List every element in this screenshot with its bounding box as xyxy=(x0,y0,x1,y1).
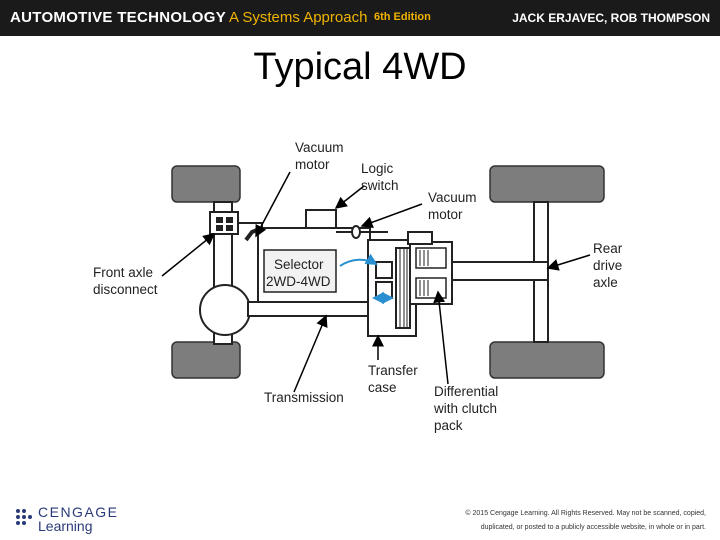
slide-title: Typical 4WD xyxy=(253,46,467,88)
label-line: Selector xyxy=(274,257,324,272)
copyright-notice: © 2015 Cengage Learning. All Rights Rese… xyxy=(406,507,706,535)
label-line: Differential xyxy=(434,384,499,399)
label-vacuum-motor-left: Vacuum motor xyxy=(295,139,344,173)
label-logic-switch: Logic switch xyxy=(361,160,399,194)
label-line: switch xyxy=(361,178,399,193)
front-driveshaft xyxy=(247,301,369,317)
label-differential: Differential with clutch pack xyxy=(434,383,498,434)
label-line: Logic xyxy=(361,161,394,176)
label-line: motor xyxy=(295,157,330,172)
brand-name: CENGAGE xyxy=(38,504,119,520)
book-authors: JACK ERJAVEC, ROB THOMPSON xyxy=(512,11,710,25)
label-line: disconnect xyxy=(93,282,158,297)
brand-sub: Learning xyxy=(38,518,93,534)
front-axle-disconnect xyxy=(209,211,239,235)
label-line: Vacuum xyxy=(428,190,477,205)
label-line: Transfer xyxy=(368,363,418,378)
copyright-line: © 2015 Cengage Learning. All Rights Rese… xyxy=(465,510,706,517)
label-line: axle xyxy=(593,275,618,290)
front-right-wheel xyxy=(171,341,241,379)
cengage-logo-icon xyxy=(16,509,32,525)
rear-axle-right xyxy=(533,279,549,343)
label-front-axle-disconnect: Front axle disconnect xyxy=(93,264,158,298)
label-vacuum-motor-right: Vacuum motor xyxy=(428,189,477,223)
rear-vacuum-motor xyxy=(407,231,433,245)
label-line: Vacuum xyxy=(295,140,344,155)
book-title: AUTOMOTIVE TECHNOLOGY xyxy=(10,9,227,26)
label-transfer-case: Transfer case xyxy=(368,362,418,396)
logic-switch xyxy=(305,209,337,229)
front-left-wheel xyxy=(171,165,241,203)
label-line: drive xyxy=(593,258,623,273)
label-rear-drive-axle: Rear drive axle xyxy=(593,240,622,291)
rear-right-wheel xyxy=(489,341,605,379)
rear-left-wheel xyxy=(489,165,605,203)
label-line: pack xyxy=(434,418,463,433)
rear-axle-left xyxy=(533,201,549,263)
front-differential xyxy=(199,284,251,336)
label-line: motor xyxy=(428,207,463,222)
selector-box xyxy=(263,249,337,293)
label-line: case xyxy=(368,380,397,395)
label-transmission: Transmission xyxy=(264,390,344,405)
label-line: Front axle xyxy=(93,265,154,280)
label-line: Rear xyxy=(593,241,623,256)
rear-axle-shaft xyxy=(451,261,549,281)
book-subtitle: A Systems Approach xyxy=(229,9,368,26)
label-line: 2WD-4WD xyxy=(266,274,331,289)
copyright-line: duplicated, or posted to a publicly acce… xyxy=(480,524,706,531)
label-line: with clutch xyxy=(434,401,498,416)
book-edition: 6th Edition xyxy=(374,11,431,23)
header-bar: AUTOMOTIVE TECHNOLOGY A Systems Approach… xyxy=(0,0,720,36)
label-selector: Selector 2WD-4WD xyxy=(266,256,331,290)
